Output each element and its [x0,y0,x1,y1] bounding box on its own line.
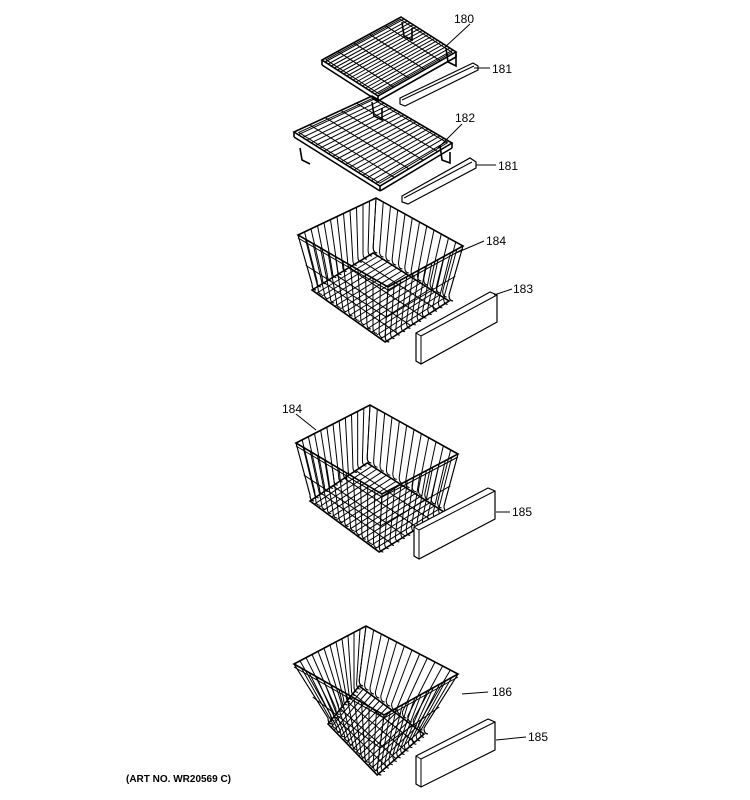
callout-184-middle: 184 [282,402,302,416]
callout-184-upper: 184 [486,234,506,248]
callout-183: 183 [513,282,533,296]
wire-shelf-180 [320,16,458,102]
callout-180: 180 [454,12,474,26]
wire-shelf-182 [292,95,454,192]
leader-lines [295,23,527,741]
callout-182: 182 [455,111,475,125]
callout-186: 186 [492,685,512,699]
art-number: (ART NO. WR20569 C) [126,774,231,785]
drawer-front-185-middle [413,487,496,560]
callout-185-middle: 185 [512,505,532,519]
drawer-front-185-lower [415,718,496,788]
wire-basket-186 [292,625,460,777]
callout-185-lower: 185 [528,730,548,744]
wire-basket-184-upper [296,197,465,343]
callout-181-upper: 181 [492,62,512,76]
callout-181-lower: 181 [498,159,518,173]
shelf-trim-181-lower [401,157,477,205]
shelf-trim-181-upper [399,62,479,107]
drawer-front-183 [415,291,498,365]
